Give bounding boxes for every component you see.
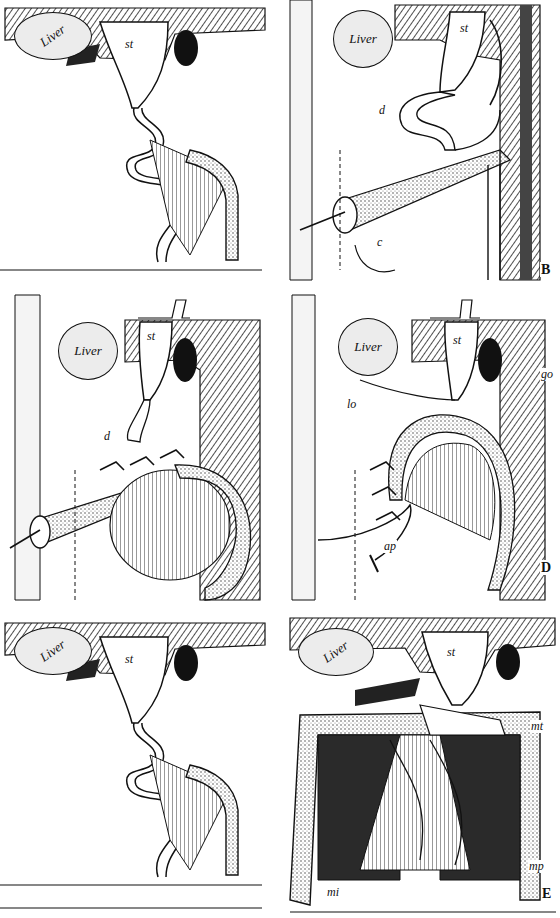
organ-label: Liver <box>37 637 69 666</box>
organ-label: Liver <box>320 638 352 667</box>
liver-organ: Liver <box>14 627 92 675</box>
liver-organ: Liver <box>338 318 398 376</box>
structure-label: lo <box>346 398 357 411</box>
liver-organ: Liver <box>58 322 118 380</box>
liver-organ: Liver <box>14 12 92 60</box>
structure-label: mp <box>528 860 545 873</box>
liver-organ: Liver <box>298 628 374 676</box>
liver-organ: Liver <box>333 10 393 68</box>
structure-label: ap <box>383 540 397 553</box>
structure-label: d <box>103 430 111 443</box>
structure-label: mi <box>326 886 340 899</box>
structure-label: d <box>378 104 386 117</box>
organ-label: Liver <box>37 22 69 51</box>
panel-letter: B <box>540 262 551 277</box>
structure-label: st <box>146 330 156 343</box>
structure-label: c <box>376 236 383 249</box>
structure-label: mt <box>530 720 544 733</box>
structure-label: st <box>452 334 462 347</box>
organ-label: Liver <box>354 339 381 355</box>
organ-label: Liver <box>74 343 101 359</box>
panel-letter: E <box>541 886 552 901</box>
structure-label: st <box>124 653 134 666</box>
organ-label: Liver <box>349 31 376 47</box>
panel-letter: D <box>540 560 552 575</box>
structure-label: st <box>124 38 134 51</box>
structure-label: st <box>459 22 469 35</box>
structure-label: st <box>446 646 456 659</box>
structure-label: go <box>540 368 554 381</box>
